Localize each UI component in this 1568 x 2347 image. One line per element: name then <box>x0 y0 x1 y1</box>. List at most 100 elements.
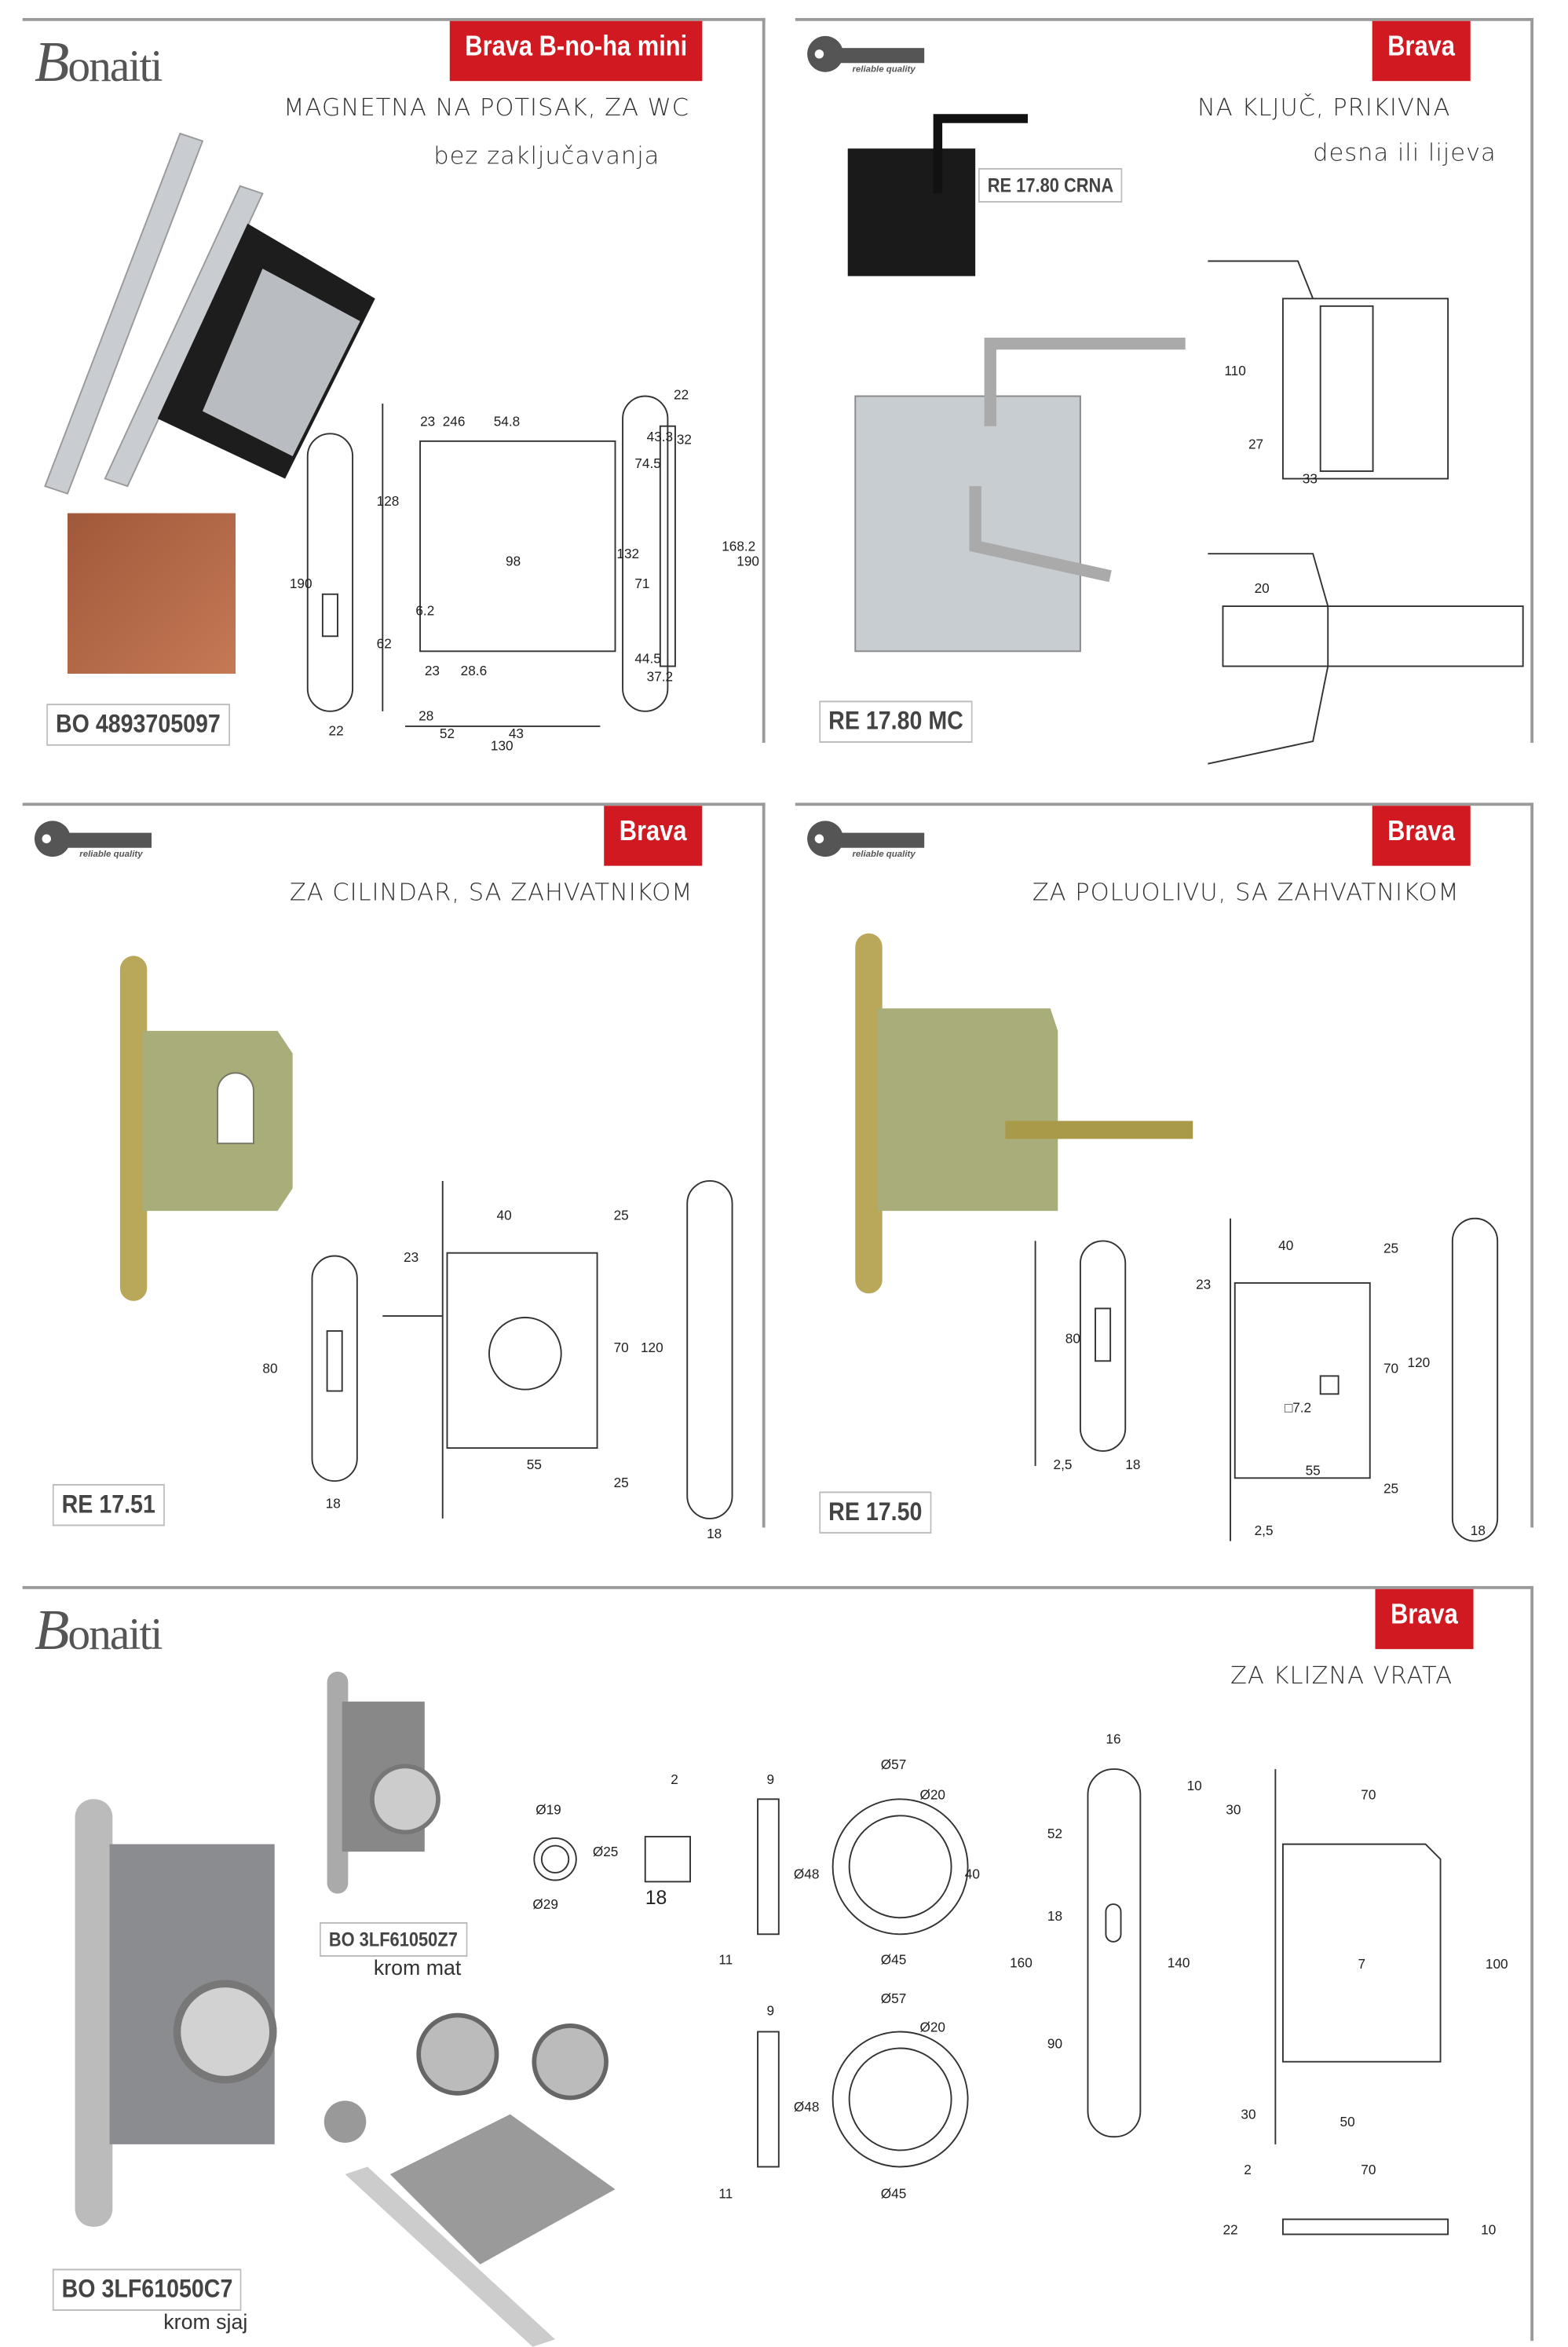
product-panel-bnoha-mini: Bonaiti Brava B-no-ha mini MAGNETNA NA P… <box>22 17 766 753</box>
dim-label: 33 <box>1302 471 1318 487</box>
sliding-lock-photo-large <box>75 1799 277 2227</box>
fom-tagline: reliable quality <box>852 850 916 861</box>
dim-label: 22 <box>1223 2222 1238 2238</box>
dim-label: 52 <box>439 726 455 742</box>
dim-label: 11 <box>718 2186 733 2202</box>
fom-logo <box>807 821 925 857</box>
dim-label: 80 <box>262 1361 278 1376</box>
dim-label: Ø48 <box>793 2099 820 2115</box>
dim-label: 18 <box>645 1886 667 1909</box>
foot-push-photo <box>67 513 236 674</box>
dim-label: 50 <box>1340 2114 1355 2129</box>
product-code: BO 3LF61050Z7 <box>320 1921 467 1957</box>
dim-label: 22 <box>674 387 689 403</box>
fom-tagline: reliable quality <box>79 850 143 861</box>
dim-label: 71 <box>634 576 650 591</box>
product-subtitle: NA KLJUČ, PRIKIVNA <box>1197 93 1451 122</box>
dim-label: Ø57 <box>880 1991 907 2007</box>
dim-label: 190 <box>736 554 760 569</box>
dim-label: 25 <box>1383 1481 1399 1497</box>
finish-label: krom sjaj <box>163 2309 248 2334</box>
dim-label: 23 <box>404 1249 419 1265</box>
technical-drawing <box>1034 1217 1499 1542</box>
fom-logo <box>807 35 925 72</box>
dim-label: 55 <box>526 1457 542 1472</box>
product-panel-za-poluolivu: reliable quality Brava ZA POLUOLIVU, SA … <box>795 802 1534 1542</box>
dim-label: 246 <box>442 414 466 430</box>
product-subtitle: ZA POLUOLIVU, SA ZAHVATNIKOM <box>1032 877 1460 907</box>
dim-label: 16 <box>1106 1731 1121 1747</box>
product-code: RE 17.80 CRNA <box>978 168 1123 203</box>
dim-label: 43.3 <box>646 429 674 444</box>
lock-photo <box>119 956 293 1301</box>
dim-label: 10 <box>1186 1778 1202 1793</box>
dim-label: 2 <box>671 1771 678 1788</box>
dim-label: Ø48 <box>793 1866 820 1882</box>
dim-label: 23 <box>424 663 440 678</box>
dim-label: 30 <box>1241 2107 1256 2122</box>
product-code: RE 17.51 <box>52 1483 165 1526</box>
lock-photo <box>855 933 1193 1294</box>
dim-label: 18 <box>1047 1908 1063 1924</box>
sliding-lock-photo-small <box>327 1671 440 1894</box>
dim-label: 23 <box>420 414 436 430</box>
dim-label: 11 <box>718 1952 733 1968</box>
product-badge: Brava B-no-ha mini <box>449 20 703 82</box>
dim-label: Ø19 <box>535 1802 561 1818</box>
product-subtitle: ZA KLIZNA VRATA <box>1230 1661 1453 1690</box>
technical-drawing <box>1208 260 1524 765</box>
product-code: RE 17.50 <box>819 1491 932 1534</box>
dim-label: 55 <box>1305 1463 1321 1479</box>
dim-label: 100 <box>1485 1956 1508 1972</box>
dim-label: 110 <box>1224 363 1246 378</box>
dim-label: 54.8 <box>493 414 521 430</box>
technical-drawings <box>533 1768 1449 2235</box>
dim-label: 40 <box>496 1208 512 1223</box>
dim-label: 62 <box>376 636 392 652</box>
technical-drawing <box>306 395 676 727</box>
dim-label: Ø25 <box>592 1844 619 1859</box>
fom-tagline: reliable quality <box>852 66 916 75</box>
black-lock-photo <box>847 114 1029 276</box>
dim-label: 2 <box>1244 2162 1252 2177</box>
dim-label: 25 <box>1383 1241 1399 1256</box>
dim-label: 18 <box>707 1526 722 1541</box>
product-badge: Brava <box>1372 806 1471 866</box>
dim-label: □7.2 <box>1284 1399 1312 1416</box>
dim-label: 25 <box>613 1208 629 1223</box>
dim-label: 37.2 <box>646 669 674 685</box>
dim-label: 6.2 <box>415 603 435 619</box>
dim-label: 20 <box>1254 580 1270 596</box>
bonaiti-logo: Bonaiti <box>34 1599 163 1663</box>
product-subtitle-2: desna ili lijeva <box>1313 137 1497 167</box>
product-code: RE 17.80 MC <box>819 700 973 743</box>
dim-label: 168.2 <box>722 539 756 554</box>
product-subtitle: MAGNETNA NA POTISAK, ZA WC <box>283 93 690 122</box>
product-badge: Brava <box>1375 1588 1474 1650</box>
dim-label: 28.6 <box>460 663 488 678</box>
bonaiti-logo: Bonaiti <box>34 31 163 95</box>
dim-label: 25 <box>613 1475 629 1490</box>
dim-label: 9 <box>766 1771 775 1788</box>
dim-label: 70 <box>1383 1361 1399 1376</box>
product-code: BO 4893705097 <box>46 704 230 746</box>
dim-label: 28 <box>418 707 434 724</box>
dim-label: 27 <box>1248 437 1264 452</box>
product-badge: Brava <box>1372 20 1471 82</box>
dim-label: 30 <box>1226 1802 1241 1818</box>
dim-label: 18 <box>1470 1523 1486 1538</box>
dim-label: 52 <box>1047 1826 1063 1841</box>
product-panel-na-kljuc: reliable quality Brava NA KLJUČ, PRIKIVN… <box>795 17 1534 765</box>
dim-label: 70 <box>1361 1787 1376 1803</box>
dim-label: Ø20 <box>919 1787 945 1803</box>
technical-drawing <box>311 1180 733 1519</box>
product-panel-klizna-vrata: Bonaiti Brava ZA KLIZNA VRATA BO 3LF6105… <box>22 1585 1534 2347</box>
dim-label: Ø29 <box>532 1896 558 1912</box>
dim-label: 160 <box>1010 1955 1033 1971</box>
dim-label: 130 <box>490 738 514 754</box>
product-subtitle: ZA CILINDAR, SA ZAHVATNIKOM <box>289 877 693 907</box>
dim-label: Ø45 <box>880 2186 907 2202</box>
sliding-lock-kit-photo <box>323 2012 616 2347</box>
product-code: BO 3LF61050C7 <box>52 2268 243 2311</box>
dim-label: Ø20 <box>919 2020 945 2035</box>
